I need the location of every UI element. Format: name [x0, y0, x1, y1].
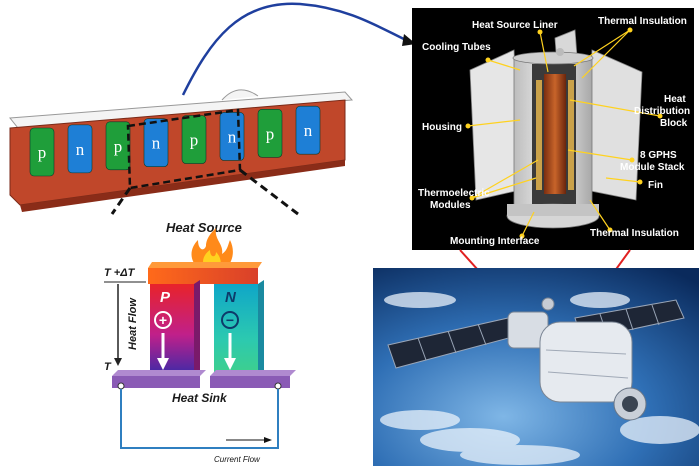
callout-cooling-tubes: Cooling Tubes: [422, 42, 491, 53]
module-leg-label: p: [190, 131, 199, 150]
module-leg-label: n: [304, 121, 313, 140]
thermocouple-diagram: Heat Source P N + − Heat Sink: [104, 220, 296, 464]
heat-sink-label: Heat Sink: [172, 391, 228, 405]
callout-heat-distribution-2: Distribution: [634, 106, 690, 117]
rtg-base-ring: [507, 204, 599, 216]
terminal-right: [274, 382, 282, 390]
hot-temp-label: T +ΔT: [104, 267, 136, 279]
callout-housing: Housing: [422, 122, 462, 133]
rtg-thermo-left: [536, 80, 542, 190]
callout-thermal-insulation-top: Thermal Insulation: [598, 16, 687, 27]
callout-thermoelectric-1: Thermoelectric: [418, 188, 490, 199]
callout-heat-distribution-1: Heat: [664, 94, 686, 105]
module-leg-label: n: [228, 127, 237, 146]
rtg-top-knob: [556, 48, 564, 56]
module-leg-label: p: [266, 124, 275, 143]
module-leg-label: p: [114, 137, 123, 156]
n-label: N: [225, 289, 237, 306]
terminal-left: [117, 382, 125, 390]
cold-temp-label: T: [104, 361, 112, 373]
heat-flow-arrowhead: [114, 358, 122, 366]
hot-plate: [148, 262, 262, 268]
callout-heat-distribution-3: Block: [660, 118, 688, 129]
module-leg-n: [295, 105, 321, 155]
module-ceramic-bottom: [20, 160, 345, 212]
heat-sink-right: [210, 376, 290, 388]
rtg-fin-right: [585, 49, 643, 201]
module-leg-label: n: [76, 140, 85, 159]
rtg-cutaway: Heat Source Liner Thermal Insulation Coo…: [412, 8, 694, 250]
current-flow-label: Current Flow: [214, 455, 261, 464]
heat-sink-right-top: [210, 370, 296, 376]
positive-sign: +: [159, 312, 167, 328]
p-leg: [150, 284, 194, 376]
hot-plate-front: [148, 268, 258, 284]
callout-mounting-interface: Mounting Interface: [450, 236, 540, 247]
n-arrow-head: [224, 358, 236, 370]
spacecraft-photo: [373, 268, 699, 466]
heat-sink-left-top: [112, 370, 206, 376]
current-arrowhead: [264, 437, 272, 443]
current-wire: [120, 389, 279, 449]
p-arrow-head: [157, 358, 169, 370]
spacecraft-body: [507, 297, 647, 421]
rtg-thermo-right: [568, 80, 574, 190]
link-curve: [181, 2, 411, 96]
callout-gphs-2: Module Stack: [620, 162, 685, 173]
heat-source-label: Heat Source: [166, 220, 242, 235]
thermoelectric-module-strip: p n p n p n p n: [9, 89, 354, 216]
callout-gphs-1: 8 GPHS: [640, 150, 677, 161]
p-label: P: [160, 289, 171, 306]
positive-icon: [154, 311, 172, 329]
module-leg-p: [29, 127, 55, 177]
p-leg-side: [194, 280, 200, 376]
module-leg-n: [67, 124, 93, 174]
rtg-leader-lines: [467, 29, 661, 237]
module-leg-p: [105, 121, 131, 171]
module-leg-label: p: [38, 143, 47, 162]
module-leg-p: [257, 109, 283, 158]
callout-thermoelectric-2: Modules: [430, 200, 471, 211]
module-leg-n: [143, 118, 169, 167]
callout-fin: Fin: [648, 180, 663, 191]
callout-heat-source-liner: Heat Source Liner: [472, 20, 558, 31]
rtg-top-cap: [512, 51, 594, 65]
module-top-plate: [9, 91, 354, 129]
callout-thermal-insulation-bottom: Thermal Insulation: [590, 228, 679, 239]
negative-sign: −: [226, 312, 234, 328]
module-top-bulge: [221, 89, 259, 101]
n-leg-side: [258, 280, 264, 376]
heat-sink-left: [112, 376, 200, 388]
module-leg-label: n: [152, 134, 161, 153]
zoom-line-left: [110, 187, 132, 215]
n-leg: [214, 284, 258, 376]
negative-icon: [221, 311, 239, 329]
rtg-callout-dots: [465, 27, 663, 239]
cloud-layer: [380, 292, 699, 465]
heat-flow-label: Heat Flow: [127, 297, 139, 350]
rtg-core: [544, 74, 566, 194]
